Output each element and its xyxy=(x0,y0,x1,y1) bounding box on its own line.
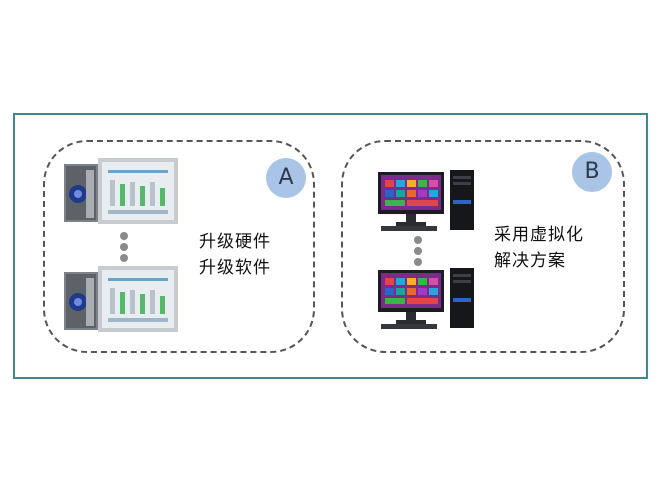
option-b-group xyxy=(341,140,625,353)
industrial-panel-pc-icon xyxy=(64,266,178,332)
option-b-description: 采用虚拟化 解决方案 xyxy=(494,222,584,274)
option-a-line-1: 升级硬件 xyxy=(199,232,271,252)
ellipsis-dot xyxy=(414,236,422,244)
outer-frame xyxy=(13,113,648,379)
ellipsis-dot xyxy=(120,243,128,251)
desktop-computer-icon xyxy=(378,268,474,329)
option-b-line-1: 采用虚拟化 xyxy=(494,225,584,245)
industrial-panel-pc-icon xyxy=(64,158,178,224)
ellipsis-dot xyxy=(120,254,128,262)
option-b-badge: B xyxy=(572,152,612,192)
option-a-line-2: 升级软件 xyxy=(199,258,271,278)
option-a-description: 升级硬件 升级软件 xyxy=(199,229,271,281)
ellipsis-dot xyxy=(120,232,128,240)
option-a-group xyxy=(43,140,315,353)
ellipsis-dot xyxy=(414,247,422,255)
option-a-badge: A xyxy=(266,158,306,198)
desktop-computer-icon xyxy=(378,170,474,231)
ellipsis-dot xyxy=(414,258,422,266)
option-b-line-2: 解决方案 xyxy=(494,251,566,271)
